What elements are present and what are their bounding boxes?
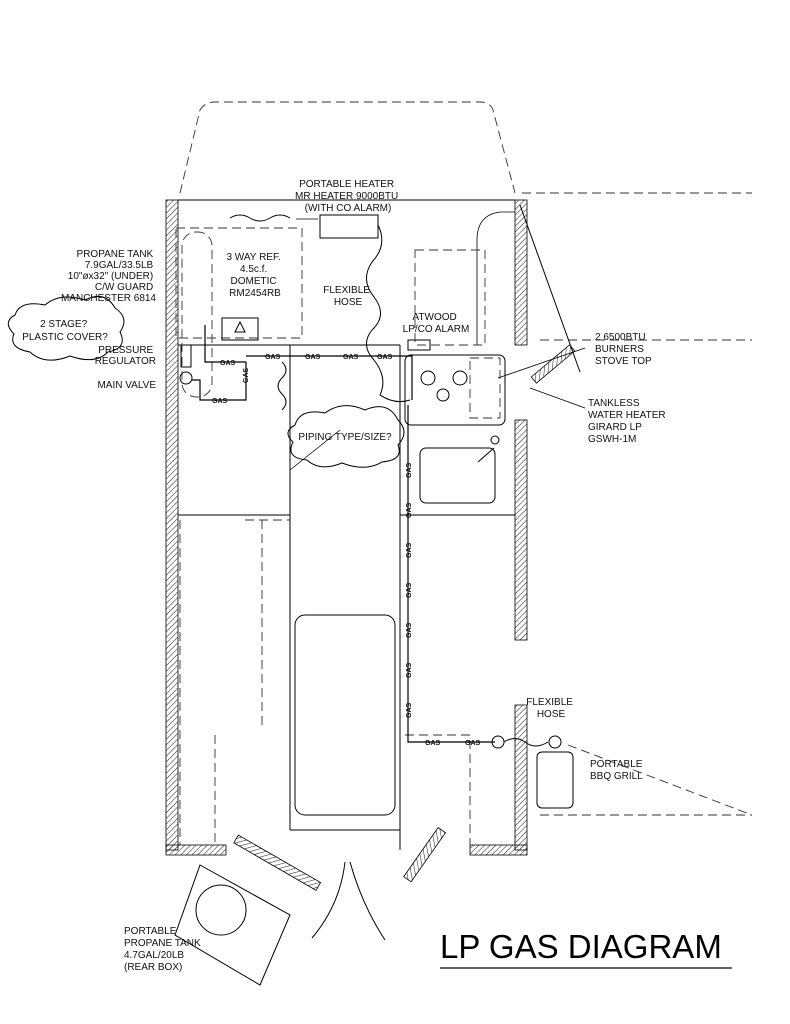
label-propane-tank: PROPANE TANK 7.9GAL/33.5LB 10"øx32" (UND… — [61, 249, 156, 304]
rear-door-swing-right — [349, 861, 386, 941]
pressure-regulator — [180, 344, 192, 368]
gas-tags: GAS GAS GAS GAS GAS GAS GAS GAS GAS GAS … — [212, 354, 481, 747]
label-cloud-piping: PIPING TYPE/SIZE? — [298, 432, 392, 443]
water-heater-outline — [469, 357, 501, 419]
svg-text:GAS: GAS — [406, 463, 413, 479]
stove-top — [404, 354, 506, 426]
pipe-tank-regulator — [204, 325, 246, 363]
label-flex-hose-bottom: FLEXIBLE HOSE — [526, 697, 575, 720]
right-wall-middle — [514, 419, 528, 641]
main-valve — [179, 371, 193, 385]
cloud-piping — [287, 405, 405, 468]
burner-2 — [452, 370, 468, 386]
label-fridge: 3 WAY REF. 4.5c.f. DOMETIC RM2454RB — [226, 252, 283, 299]
entry-door — [519, 204, 581, 373]
svg-text:GAS: GAS — [406, 663, 413, 679]
pipe-main-loop — [192, 362, 247, 401]
portable-propane-tank — [195, 884, 247, 936]
label-burners: 2 6500BTU BURNERS STOVE TOP — [595, 332, 652, 367]
rear-box-panel — [233, 834, 322, 891]
label-bbq: PORTABLE BBQ GRILL — [590, 759, 645, 782]
galley-dashed-lines — [405, 734, 471, 845]
burner-1 — [420, 370, 436, 386]
label-atwood: ATWOOD LP/CO ALARM — [403, 312, 470, 335]
bed — [294, 614, 396, 816]
bbq-flex-hose — [503, 738, 549, 747]
diagram-title: LP GAS DIAGRAM — [440, 928, 722, 965]
pipe-to-stove — [246, 355, 413, 400]
fridge-vent — [221, 317, 259, 341]
label-rear-tank: PORTABLE PROPANE TANK 4.7GAL/20LB (REAR … — [124, 926, 203, 973]
right-wall-upper — [514, 199, 528, 346]
svg-text:GAS: GAS — [406, 623, 413, 639]
svg-text:GAS: GAS — [406, 583, 413, 599]
svg-text:GAS: GAS — [343, 354, 359, 361]
front-hood-outline — [179, 101, 516, 194]
svg-text:GAS: GAS — [265, 354, 281, 361]
svg-text:GAS: GAS — [220, 360, 236, 367]
faucet — [490, 435, 500, 445]
svg-text:GAS: GAS — [377, 354, 393, 361]
leader-water-heater — [529, 387, 586, 409]
bbq-regulator — [548, 735, 562, 749]
rear-door-panel — [403, 827, 447, 883]
svg-text:GAS: GAS — [465, 740, 481, 747]
label-regulator: PRESSURE REGULATOR — [95, 345, 156, 367]
fridge-outline — [175, 227, 303, 339]
label-cloud-stage: 2 STAGE? PLASTIC COVER? — [22, 319, 108, 343]
pipe-to-bbq — [407, 405, 495, 743]
burner-valve — [436, 388, 450, 402]
entry-door-panel — [530, 344, 576, 384]
closet-outline — [414, 249, 486, 346]
svg-text:GAS: GAS — [406, 703, 413, 719]
right-wall-lower — [514, 704, 528, 851]
sink — [419, 447, 496, 504]
left-wall — [165, 199, 179, 851]
portable-heater — [319, 214, 379, 239]
door-swing-arc — [476, 211, 515, 345]
fridge-burner-icon — [234, 320, 246, 333]
lp-co-alarm — [407, 339, 431, 351]
label-flex-hose-top: FLEXIBLE HOSE — [323, 285, 372, 308]
heater-connection — [229, 214, 291, 222]
svg-text:GAS: GAS — [305, 354, 321, 361]
portable-bbq-grill — [536, 751, 574, 809]
rear-door-swing-left — [311, 861, 346, 939]
svg-text:GAS: GAS — [425, 740, 441, 747]
faucet-spout — [477, 447, 495, 463]
svg-text:GAS: GAS — [406, 503, 413, 519]
rear-wall-right — [469, 844, 528, 856]
svg-text:GAS: GAS — [406, 543, 413, 559]
diagonal-partition — [289, 429, 341, 471]
label-main-valve: MAIN VALVE — [97, 380, 156, 391]
svg-text:GAS: GAS — [243, 368, 250, 384]
cloud-2-stage — [7, 295, 125, 361]
flexible-hose-heater — [366, 224, 411, 403]
rear-wall-left — [165, 844, 227, 856]
interior-dashed-lines — [179, 519, 290, 845]
label-heater: PORTABLE HEATER MR HEATER 9000BTU (WITH … — [295, 179, 401, 214]
propane-tank-outline — [181, 231, 213, 398]
flex-line-lower — [277, 361, 287, 411]
rear-box-outline — [174, 864, 291, 986]
ext-line-diagonal — [567, 744, 753, 816]
label-water-heater: TANKLESS WATER HEATER GIRARD LP GSWH-1M — [588, 398, 668, 445]
svg-text:GAS: GAS — [212, 398, 228, 405]
leader-burners — [497, 347, 586, 379]
